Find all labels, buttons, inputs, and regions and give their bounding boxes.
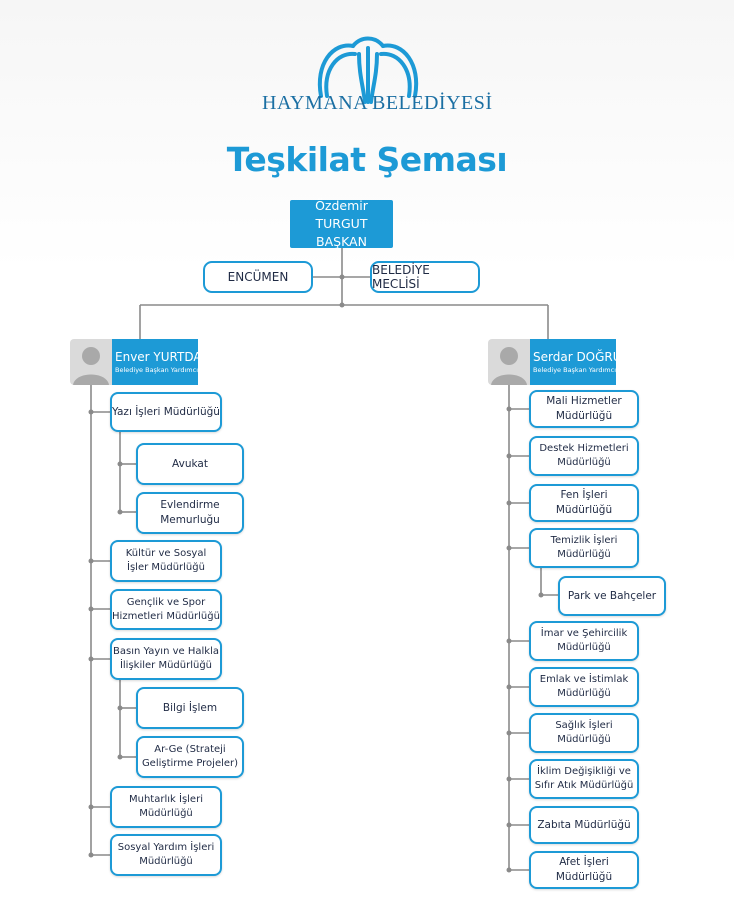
unit-box: Muhtarlık İşleri Müdürlüğü [110,786,222,828]
council-committee-box: ENCÜMEN [203,261,313,293]
unit-label: Afet İşleri Müdürlüğü [555,856,613,883]
unit-label: Müdürlüğü [557,688,611,699]
unit-box: Destek Hizmetleri Müdürlüğü [529,436,639,476]
unit-label: Basın Yayın ve Halkla [113,646,219,657]
municipal-council-label: BELEDİYE MECLİSİ [372,263,430,291]
unit-box: Yazı İşleri Müdürlüğü [110,392,222,432]
unit-label: İmar ve Şehircilik [540,628,628,639]
unit-label: İklim Değişikliği ve [537,766,631,777]
logo-wordmark: HAYMANA BELEDİYESİ [262,92,492,118]
mayor-box: Özdemir TURGUT BAŞKAN [290,198,393,249]
unit-label: Ar-Ge (Strateji [154,744,226,755]
page-title: Teşkilat Şeması [226,140,508,179]
unit-box: Evlendirme Memurluğu [136,492,244,534]
right-vp-name: Serdar DOĞRU [533,350,622,364]
unit-label: Müdürlüğü [557,642,611,653]
unit-label: İşler Müdürlüğü [127,562,205,573]
unit-label: Hizmetleri Müdürlüğü [112,610,220,622]
unit-box: Temizlik İşleri Müdürlüğü [529,528,639,568]
unit-box: Mali Hizmetler Müdürlüğü [529,390,639,428]
unit-box: Park ve Bahçeler [558,576,666,616]
unit-label: Emlak ve İstimlak [539,674,629,685]
unit-label: Müdürlüğü [139,856,193,867]
right-vp-role: Belediye Başkan Yardımcısı [533,366,622,374]
unit-label: Sosyal Yardım İşleri [117,842,215,853]
unit-label: Mali Hizmetler Müdürlüğü [546,395,622,422]
unit-label: Park ve Bahçeler [567,589,657,602]
unit-label: Muhtarlık İşleri [129,794,203,805]
unit-label: Müdürlüğü [557,734,611,745]
unit-label: Yazı İşleri Müdürlüğü [112,405,220,418]
mayor-role: BAŞKAN [316,234,367,249]
avatar-icon [70,339,112,385]
unit-label: Avukat [172,457,208,470]
logo-word-2: BELEDİYESİ [372,92,493,114]
unit-label: Destek Hizmetleri [539,443,629,454]
unit-label: Fen İşleri Müdürlüğü [555,489,613,516]
unit-box: Sosyal Yardım İşleri Müdürlüğü [110,834,222,876]
unit-box: Emlak ve İstimlak Müdürlüğü [529,667,639,707]
logo-word-1: HAYMANA [262,92,369,114]
right-vp-label: Serdar DOĞRU Belediye Başkan Yardımcısı [530,339,622,385]
unit-box: Avukat [136,443,244,485]
left-vp-card: Enver YURTDAŞ Belediye Başkan Yardımcısı [70,339,210,385]
unit-label: Sıfır Atık Müdürlüğü [534,780,634,791]
unit-box: İklim Değişikliği ve Sıfır Atık Müdürlüğ… [529,759,639,799]
unit-label: Müdürlüğü [557,549,611,560]
unit-label: Temizlik İşleri [550,535,618,546]
unit-box: Gençlik ve Spor Hizmetleri Müdürlüğü [110,589,222,630]
fountain-logo-icon [317,36,419,104]
unit-label: Gençlik ve Spor [126,596,206,608]
council-committee-label: ENCÜMEN [227,270,289,284]
right-vp-card: Serdar DOĞRU Belediye Başkan Yardımcısı [488,339,622,385]
left-vp-name: Enver YURTDAŞ [115,350,210,364]
unit-label: Kültür ve Sosyal [125,548,207,559]
unit-box: Sağlık İşleri Müdürlüğü [529,713,639,753]
unit-box: Afet İşleri Müdürlüğü [529,851,639,889]
unit-box: İmar ve Şehircilik Müdürlüğü [529,621,639,661]
unit-label: Bilgi İşlem [162,701,218,714]
unit-label: Geliştirme Projeler) [141,758,239,769]
municipal-council-box: BELEDİYE MECLİSİ [370,261,480,293]
unit-label: Müdürlüğü [557,457,611,468]
unit-label: Sağlık İşleri [555,720,613,731]
unit-label: Evlendirme Memurluğu [160,499,220,526]
unit-box: Ar-Ge (Strateji Geliştirme Projeler) [136,736,244,778]
unit-box: Bilgi İşlem [136,687,244,729]
mayor-name: Özdemir TURGUT [315,198,368,231]
unit-label: Zabıta Müdürlüğü [537,818,631,831]
avatar-icon [488,339,530,385]
left-vp-role: Belediye Başkan Yardımcısı [115,366,204,374]
unit-label: Müdürlüğü [139,808,193,819]
unit-box: Kültür ve Sosyal İşler Müdürlüğü [110,540,222,582]
unit-box: Basın Yayın ve Halkla İlişkiler Müdürlüğ… [110,638,222,680]
unit-box: Zabıta Müdürlüğü [529,806,639,844]
left-vp-label: Enver YURTDAŞ Belediye Başkan Yardımcısı [112,339,210,385]
unit-label: İlişkiler Müdürlüğü [119,660,213,671]
unit-box: Fen İşleri Müdürlüğü [529,484,639,522]
